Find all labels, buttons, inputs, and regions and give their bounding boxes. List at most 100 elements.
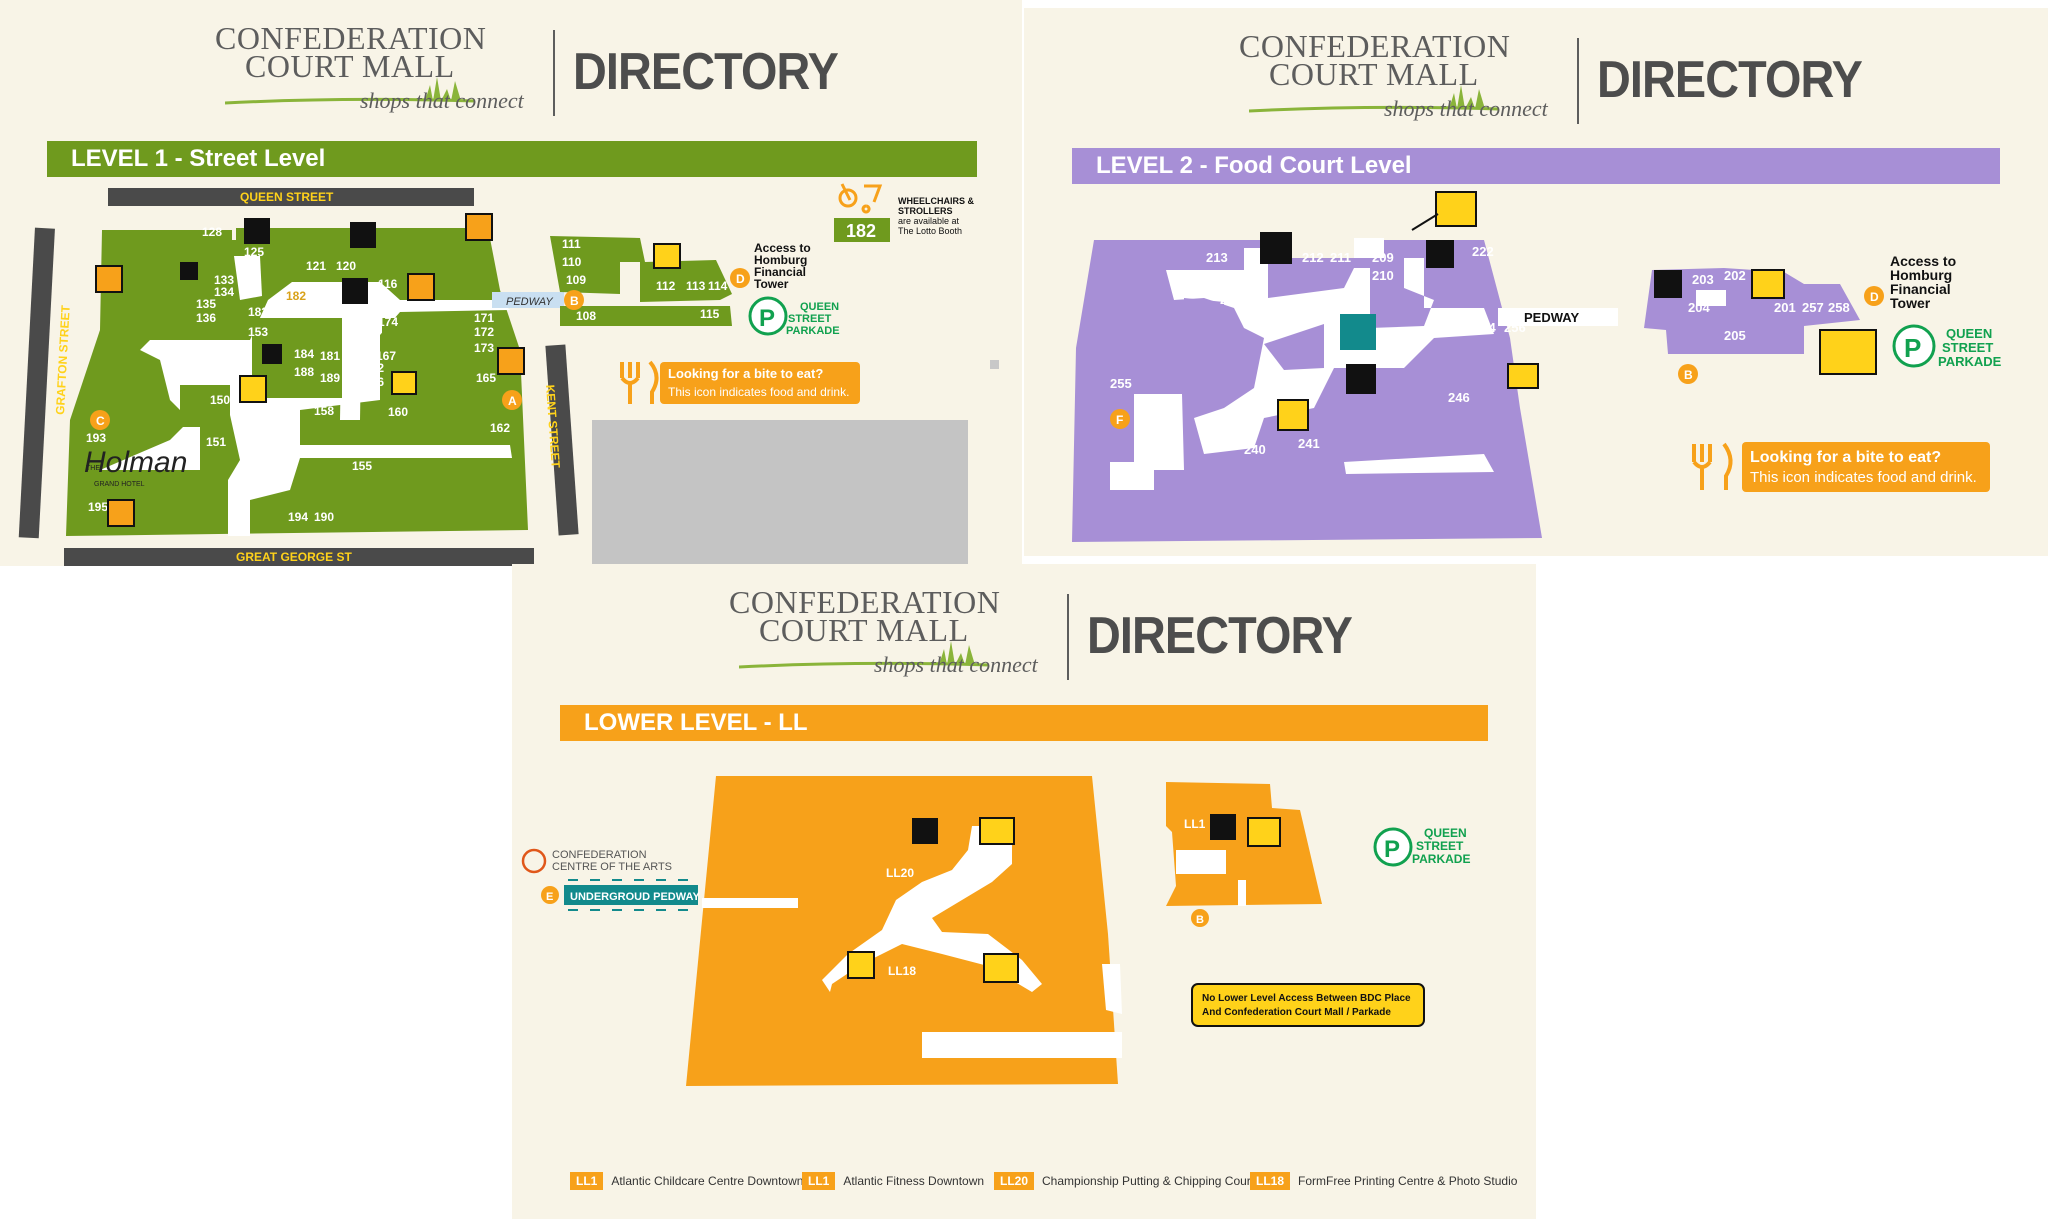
washroom-icon [979,817,1015,845]
logo-skyline-icon [225,77,476,105]
lower-level-banner: LOWER LEVEL - LL [560,705,1488,741]
svg-text:B: B [1684,368,1693,382]
svg-text:222: 222 [1472,244,1494,259]
svg-text:STREET: STREET [1942,340,1993,355]
svg-text:LL19: LL19 [910,928,938,942]
level2-amenity-icons [1260,191,1877,431]
no-access-notice [1191,983,1425,1027]
atm-icon [407,273,435,301]
svg-text:are available at: are available at [898,216,960,226]
svg-text:155: 155 [352,459,372,473]
svg-text:The Lotto Booth: The Lotto Booth [898,226,962,236]
svg-text:STREET: STREET [788,313,832,325]
svg-text:158: 158 [314,404,334,418]
queen-street [108,188,474,206]
wheelchair-info: WHEELCHAIRS & STROLLERS are available at… [898,196,974,236]
logo-line2: COURT MALL [1269,56,1479,92]
level2-pedway-label: PEDWAY [1524,310,1579,325]
svg-text:CONFEDERATION: CONFEDERATION [552,849,647,861]
svg-text:PARKADE: PARKADE [1938,354,2002,369]
svg-text:180: 180 [320,305,340,319]
logo-line1: CONFEDERATION [215,20,487,56]
svg-text:113: 113 [686,279,706,293]
escalator-icon [262,344,282,364]
queen-street-label: QUEEN STREET [240,190,334,204]
escalator-icon [912,818,938,844]
svg-text:209: 209 [1372,250,1394,265]
svg-text:PARKADE: PARKADE [786,325,840,337]
escalator-icon [350,222,376,248]
escalator-icon [239,375,267,403]
level2-food-callout [1742,442,1990,492]
svg-text:173: 173 [474,341,494,355]
svg-text:212: 212 [1302,250,1324,265]
logo-line2: COURT MALL [245,48,455,84]
svg-text:157: 157 [248,433,268,447]
washroom-icon [653,243,681,269]
mall-logo: CONFEDERATION COURT MALL shops that conn… [215,20,839,122]
svg-text:C: C [96,414,105,428]
svg-text:STREET: STREET [1416,839,1464,853]
escalator-icon [1210,814,1236,840]
atm-icon [107,499,135,527]
wheelchair-icon [838,183,883,214]
svg-text:QUEEN: QUEEN [1946,326,1992,341]
logo-line1: CONFEDERATION [729,584,1001,620]
svg-text:174: 174 [378,315,398,329]
underground-pedway [564,885,698,905]
svg-text:204: 204 [1688,300,1710,315]
svg-text:112: 112 [656,279,676,293]
svg-text:And Confederation Court Mall /: And Confederation Court Mall / Parkade [1202,1007,1391,1018]
directory-title: DIRECTORY [573,43,839,101]
svg-text:108: 108 [576,309,596,323]
level1-east-block [550,236,732,302]
svg-text:257: 257 [1802,300,1824,315]
level1-pedway [492,292,564,308]
food-court-icon [1260,232,1292,264]
svg-text:115: 115 [700,307,720,321]
svg-text:STROLLERS: STROLLERS [898,206,953,216]
svg-text:253: 253 [1444,320,1466,335]
svg-text:255: 255 [1110,376,1132,391]
svg-text:166: 166 [364,375,384,389]
svg-text:182: 182 [846,221,876,241]
svg-text:134: 134 [214,285,234,299]
svg-text:UNDERGROUD PEDWAY: UNDERGROUD PEDWAY [570,891,700,903]
logo-tagline: shops that connect [874,652,1038,677]
svg-text:LL20: LL20 [886,866,914,880]
svg-text:167: 167 [376,349,396,363]
svg-text:171: 171 [474,311,494,325]
svg-text:114: 114 [708,279,728,293]
level1-food-callout [660,362,860,404]
svg-text:P: P [1904,333,1921,363]
svg-text:153: 153 [168,347,188,361]
svg-text:120: 120 [336,259,356,273]
svg-text:CENTRE OF THE ARTS: CENTRE OF THE ARTS [552,861,672,873]
svg-text:184: 184 [294,347,314,361]
grafton-street [18,227,55,539]
svg-text:B: B [570,294,579,308]
lower-level-amenity-icons [847,814,1281,983]
level2-panel: CONFEDERATION COURT MALL shops that conn… [1024,8,2048,556]
level2-food-icon [1692,442,1733,490]
svg-text:150: 150 [210,393,230,407]
svg-text:Homburg: Homburg [754,253,807,267]
lower-level-east-block [1166,782,1322,906]
svg-text:Tower: Tower [1890,295,1931,311]
logo-line1: CONFEDERATION [1239,28,1511,64]
escalator-icon [847,951,875,979]
lower-level-corridors [822,826,1042,992]
legend-item: LL1 Atlantic Fitness Downtown [802,1172,984,1190]
escalator-icon [1277,399,1309,431]
svg-text:153: 153 [248,325,268,339]
parking-icon [1892,324,1936,368]
escalator-icon [1426,240,1454,268]
atm-icon [465,213,493,241]
svg-text:125: 125 [244,245,264,259]
svg-text:QUEEN: QUEEN [800,301,839,313]
svg-text:213: 213 [1206,250,1228,265]
legend-item: LL20 Championship Putting & Chipping Cou… [994,1172,1263,1190]
logo-tagline: shops that connect [360,88,524,113]
arts-centre-label: CONFEDERATION CENTRE OF THE ARTS [552,849,672,873]
lower-parkade-label: QUEEN STREET PARKADE [1412,826,1470,866]
